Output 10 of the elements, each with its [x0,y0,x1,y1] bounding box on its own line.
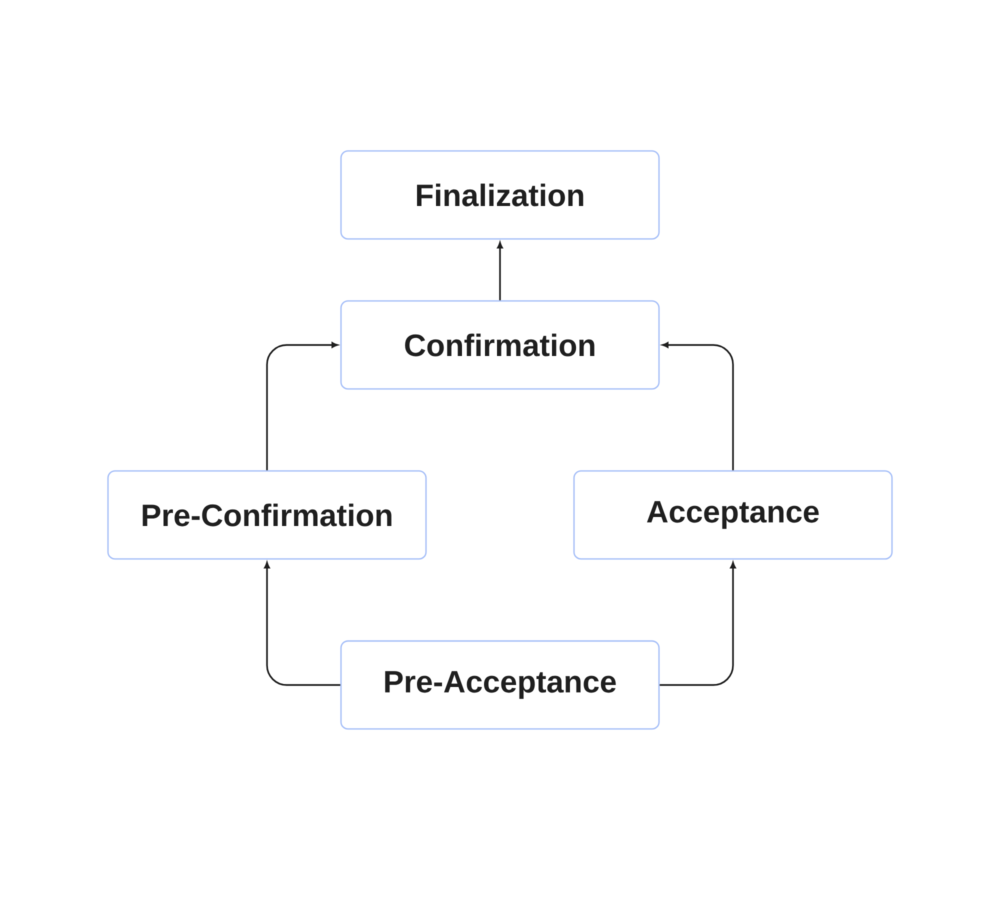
arrow [660,562,736,686]
process-box: Finalization [340,150,660,240]
arrow [266,342,338,470]
process-box: Confirmation [340,300,660,390]
process-box: Pre-Acceptance [340,640,660,730]
arrow [497,242,503,300]
process-box: Acceptance [573,470,893,560]
arrow [662,342,734,470]
process-box: Pre-Confirmation [107,470,427,560]
arrow [264,562,340,686]
